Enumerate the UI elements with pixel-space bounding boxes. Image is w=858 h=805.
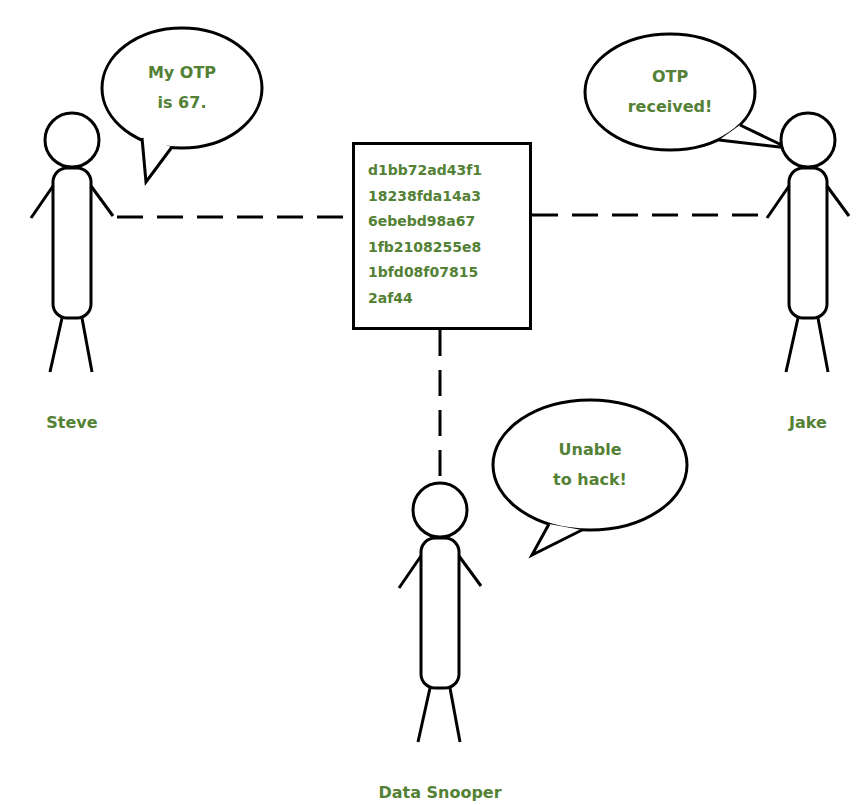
person-figure: Data Snooper [365, 480, 515, 805]
person-figure: Steve [27, 110, 117, 435]
bubble-tail [142, 138, 172, 182]
speech-bubble-outline [583, 32, 798, 157]
figure-arm [31, 186, 53, 218]
bubble-tail-fill [532, 524, 582, 555]
speech-text: Unable to hack! [552, 435, 628, 495]
speech-text: My OTP is 67. [141, 58, 223, 118]
figure-body [789, 168, 827, 318]
stick-figure [365, 480, 515, 805]
figure-body [53, 168, 91, 318]
dashed-connector [117, 216, 352, 219]
figure-leg [418, 688, 430, 742]
figure-arm [399, 556, 421, 588]
bubble-tail-fill [142, 138, 172, 182]
figure-arm [767, 186, 789, 218]
bubble-tail-fill [719, 125, 788, 148]
figure-arm [459, 556, 481, 586]
figure-leg [450, 688, 460, 742]
figure-arm [827, 186, 849, 216]
person-name: Data Snooper [365, 783, 515, 803]
figure-leg [818, 318, 828, 372]
person-name: Steve [27, 413, 117, 433]
speech-bubble [102, 28, 262, 148]
bubble-tail [719, 125, 788, 148]
person-figure: Jake [763, 110, 853, 435]
figure-body [421, 538, 459, 688]
dashed-connector [532, 214, 763, 217]
dashed-connector [439, 330, 442, 480]
figure-arm [91, 186, 113, 216]
speech-bubble: OTP received! [583, 32, 798, 157]
figure-leg [50, 318, 62, 372]
stick-figure [763, 110, 853, 435]
figure-leg [82, 318, 92, 372]
figure-leg [786, 318, 798, 372]
speech-bubble: My OTP is 67. [95, 22, 275, 187]
speech-bubble [493, 400, 687, 530]
encrypted-text: d1bb72ad43f1 18238fda14a3 6ebebd98a67 1f… [355, 145, 518, 311]
figure-head [413, 483, 467, 537]
speech-text: OTP received! [614, 62, 726, 122]
message-box: d1bb72ad43f1 18238fda14a3 6ebebd98a67 1f… [352, 142, 532, 330]
figure-head [45, 113, 99, 167]
figure-head [781, 113, 835, 167]
bubble-tail [532, 524, 582, 555]
speech-bubble: Unable to hack! [491, 398, 691, 560]
stick-figure [27, 110, 117, 435]
person-name: Jake [763, 413, 853, 433]
